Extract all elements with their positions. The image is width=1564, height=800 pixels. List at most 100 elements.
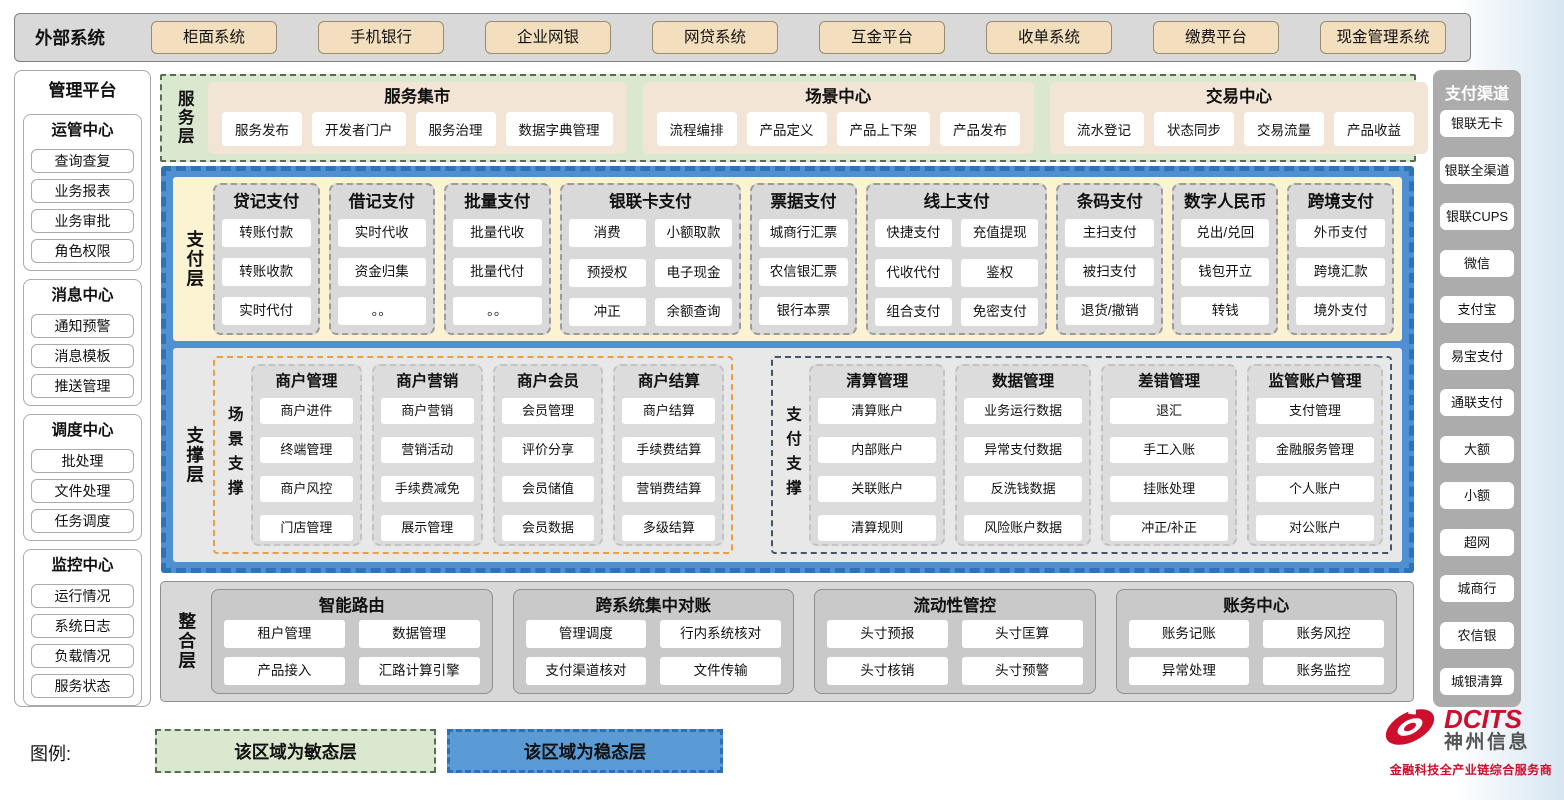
payment-item: 钱包开立 — [1180, 258, 1270, 286]
external-system-box: 互金平台 — [819, 21, 945, 54]
panel-title: 流动性管控 — [913, 597, 997, 615]
column-title: 数字人民币 — [1183, 193, 1267, 211]
management-item: 任务调度 — [31, 509, 134, 533]
payment-column-crossborder: 跨境支付 外币支付跨境汇款境外支付 — [1287, 183, 1394, 335]
payment-item: 。。 — [337, 297, 426, 325]
channel-item: 超网 — [1440, 528, 1514, 556]
dcits-logo: DCITS 神州信息 金融科技全产业链综合服务商 — [1380, 700, 1562, 778]
logo-row: DCITS 神州信息 — [1380, 700, 1562, 757]
external-system-box: 柜面系统 — [151, 21, 277, 54]
payment-item: 转账收款 — [222, 258, 311, 286]
panel-title: 跨系统集中对账 — [595, 597, 712, 615]
payment-item: 资金归集 — [337, 258, 426, 286]
channel-item: 银联CUPS — [1440, 203, 1514, 230]
service-item: 产品上下架 — [836, 112, 930, 146]
integration-item: 账务记账 — [1128, 620, 1250, 648]
channel-item: 大额 — [1440, 435, 1514, 463]
logo-text: DCITS 神州信息 — [1444, 706, 1530, 754]
management-item: 运行情况 — [31, 584, 134, 608]
payment-item: 兑出/兑回 — [1180, 219, 1270, 247]
payment-item: 消费 — [568, 219, 646, 247]
column-title: 商户结算 — [637, 373, 700, 390]
support-item: 评价分享 — [501, 437, 595, 463]
group-title: 运管中心 — [51, 122, 114, 139]
integration-item: 产品接入 — [224, 657, 345, 685]
support-item: 清算账户 — [818, 398, 937, 424]
external-systems-label: 外部系统 — [35, 28, 105, 48]
payment-item: 。。 — [453, 297, 542, 325]
group-title: 监控中心 — [51, 557, 114, 574]
integration-layer-label: 整合层 — [176, 612, 197, 671]
support-column-merchant-member: 商户会员 会员管理评价分享会员储值会员数据 — [492, 364, 604, 546]
support-column-merchant-marketing: 商户营销 商户营销营销活动手续费减免展示管理 — [371, 364, 483, 546]
support-item: 对公账户 — [1256, 515, 1375, 541]
stable-layer-container: 支付层 贷记支付 转账付款转账收款实时代付 借记支付 实时代收资金归集。。 批量… — [161, 166, 1414, 573]
group-title: 调度中心 — [51, 422, 114, 439]
external-systems-bar: 外部系统 柜面系统手机银行企业网银网贷系统互金平台收单系统缴费平台现金管理系统 — [14, 13, 1471, 62]
payment-item: 冲正 — [568, 298, 646, 327]
service-item: 状态同步 — [1154, 112, 1234, 146]
external-system-box: 手机银行 — [318, 21, 444, 54]
service-item: 服务治理 — [415, 112, 496, 146]
integration-item: 账务监控 — [1263, 657, 1384, 685]
support-item: 会员数据 — [501, 515, 595, 541]
payment-item: 批量代付 — [453, 258, 542, 286]
panel-title: 服务集市 — [384, 88, 451, 106]
support-item: 商户营销 — [380, 398, 474, 424]
service-item: 开发者门户 — [312, 112, 406, 146]
integration-item: 行内系统核对 — [660, 620, 781, 648]
service-layer-label: 服务层 — [175, 90, 194, 146]
support-item: 多级结算 — [622, 515, 716, 541]
payment-item: 外币支付 — [1296, 219, 1385, 247]
management-platform-title: 管理平台 — [48, 81, 117, 100]
column-title: 线上支付 — [923, 193, 990, 211]
column-title: 票据支付 — [770, 193, 837, 211]
channel-item: 支付宝 — [1440, 296, 1514, 323]
channel-item: 通联支付 — [1440, 389, 1514, 416]
payment-item: 跨境汇款 — [1296, 258, 1385, 286]
scene-support-section: 场景支撑 商户管理 商户进件终端管理商户风控门店管理 商户营销 商户营销营销活动… — [213, 356, 734, 554]
column-title: 监管账户管理 — [1268, 373, 1362, 390]
integration-item: 异常处理 — [1128, 657, 1250, 685]
external-system-box: 企业网银 — [485, 21, 611, 54]
support-sections: 场景支撑 商户管理 商户进件终端管理商户风控门店管理 商户营销 商户营销营销活动… — [211, 356, 1394, 554]
panel-title: 交易中心 — [1206, 88, 1272, 106]
support-item: 营销费结算 — [622, 476, 716, 502]
payment-item: 城商行汇票 — [759, 219, 848, 247]
support-layer: 支撑层 场景支撑 商户管理 商户进件终端管理商户风控门店管理 商户营销 商户营销… — [173, 348, 1402, 562]
payment-item: 鉴权 — [961, 258, 1039, 287]
payment-item: 代收代付 — [874, 258, 953, 287]
external-system-box: 现金管理系统 — [1320, 21, 1446, 54]
payment-item: 转钱 — [1180, 297, 1270, 325]
support-item: 风险账户数据 — [964, 515, 1083, 541]
management-item: 文件处理 — [31, 479, 134, 503]
service-item: 产品收益 — [1334, 112, 1414, 146]
integration-item: 数据管理 — [358, 620, 480, 648]
payment-item: 银行本票 — [759, 297, 848, 325]
integration-panel-accounting: 账务中心 账务记账账务风控异常处理账务监控 — [1115, 589, 1397, 694]
support-item: 挂账处理 — [1110, 476, 1229, 502]
channel-item: 易宝支付 — [1440, 342, 1514, 370]
service-panel-scene: 场景中心 流程编排产品定义产品上下架产品发布 — [642, 82, 1034, 154]
column-title: 差错管理 — [1138, 373, 1201, 390]
support-item: 手工入账 — [1110, 437, 1229, 463]
channel-item: 银联无卡 — [1440, 110, 1514, 137]
panel-title: 智能路由 — [318, 597, 385, 615]
management-item: 系统日志 — [31, 614, 134, 638]
integration-item: 头寸预警 — [961, 657, 1083, 685]
integration-panel-reconciliation: 跨系统集中对账 管理调度行内系统核对支付渠道核对文件传输 — [512, 589, 794, 694]
payment-item: 境外支付 — [1296, 297, 1385, 325]
logo-company-name: 神州信息 — [1444, 731, 1531, 753]
payment-column-barcode: 条码支付 主扫支付被扫支付退货/撤销 — [1056, 183, 1163, 335]
support-item: 终端管理 — [260, 437, 353, 463]
column-title: 批量支付 — [464, 193, 531, 211]
support-item: 会员储值 — [501, 476, 595, 502]
management-group-message: 消息中心 通知预警消息模板推送管理 — [23, 279, 142, 406]
payment-column-online: 线上支付 快捷支付充值提现代收代付鉴权组合支付免密支付 — [865, 183, 1048, 335]
management-group-scheduling: 调度中心 批处理文件处理任务调度 — [23, 414, 142, 541]
management-item: 服务状态 — [31, 674, 134, 698]
support-layer-label: 支撑层 — [184, 425, 205, 485]
support-item: 内部账户 — [818, 437, 937, 463]
payment-item: 组合支付 — [874, 298, 953, 327]
legend-label: 图例: — [30, 744, 72, 764]
